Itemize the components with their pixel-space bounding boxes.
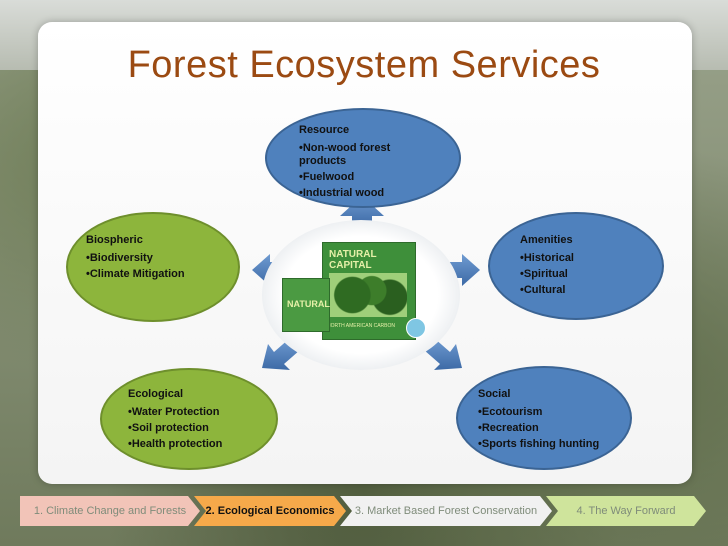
node-social-item: Recreation bbox=[478, 422, 628, 435]
slide-title: Forest Ecosystem Services bbox=[127, 44, 601, 86]
seal-icon bbox=[406, 318, 426, 338]
node-biospheric-head: Biospheric bbox=[86, 234, 143, 246]
node-ecological-item: Soil protection bbox=[128, 422, 268, 435]
node-resource-item: Industrial wood bbox=[299, 187, 429, 200]
arrow-to-resource bbox=[340, 196, 384, 226]
node-ecological-head: Ecological bbox=[128, 388, 184, 400]
node-social-list: Ecotourism Recreation Sports fishing hun… bbox=[478, 406, 628, 454]
node-ecological-item: Health protection bbox=[128, 438, 268, 451]
step-label: 2. Ecological Economics bbox=[205, 505, 335, 517]
node-amenities-item: Historical bbox=[520, 252, 640, 265]
node-social-item: Sports fishing hunting bbox=[478, 438, 628, 451]
node-resource-head: Resource bbox=[299, 124, 350, 136]
node-biospheric: Biospheric Biodiversity Climate Mitigati… bbox=[66, 212, 240, 322]
node-amenities-item: Cultural bbox=[520, 284, 640, 297]
natural-capital-box: NATURAL CAPITAL NORTH AMERICAN CARBON bbox=[322, 242, 416, 340]
step-1[interactable]: 1. Climate Change and Forests bbox=[20, 496, 200, 526]
node-amenities-list: Historical Spiritual Cultural bbox=[520, 252, 640, 300]
natural-capital-image: NATURAL CAPITAL NORTH AMERICAN CARBON NA… bbox=[262, 220, 460, 370]
step-4[interactable]: 4. The Way Forward bbox=[546, 496, 706, 526]
node-resource: Resource Non-wood forest products Fuelwo… bbox=[265, 108, 461, 208]
node-amenities-item: Spiritual bbox=[520, 268, 640, 281]
node-social-head: Social bbox=[478, 388, 511, 400]
node-social: Social Ecotourism Recreation Sports fish… bbox=[456, 366, 632, 470]
node-resource-item: Fuelwood bbox=[299, 171, 429, 184]
step-label: 3. Market Based Forest Conservation bbox=[354, 505, 538, 517]
node-ecological-item: Water Protection bbox=[128, 406, 268, 419]
trees-picture bbox=[329, 273, 407, 317]
node-ecological: Ecological Water Protection Soil protect… bbox=[100, 368, 278, 470]
natural-capital-box-small: NATURAL bbox=[282, 278, 330, 332]
progress-steps: 1. Climate Change and Forests 2. Ecologi… bbox=[20, 496, 706, 526]
step-3[interactable]: 3. Market Based Forest Conservation bbox=[340, 496, 552, 526]
step-label: 4. The Way Forward bbox=[576, 505, 676, 517]
box-small-label: NATURAL bbox=[287, 299, 330, 309]
node-biospheric-item: Biodiversity bbox=[86, 252, 236, 265]
node-social-item: Ecotourism bbox=[478, 406, 628, 419]
box-sublabel: NORTH AMERICAN CARBON bbox=[327, 323, 395, 329]
step-2[interactable]: 2. Ecological Economics bbox=[194, 496, 346, 526]
node-resource-list: Non-wood forest products Fuelwood Indust… bbox=[299, 142, 429, 203]
node-biospheric-item: Climate Mitigation bbox=[86, 268, 236, 281]
node-ecological-list: Water Protection Soil protection Health … bbox=[128, 406, 268, 454]
step-label: 1. Climate Change and Forests bbox=[33, 505, 187, 517]
node-biospheric-list: Biodiversity Climate Mitigation bbox=[86, 252, 236, 284]
node-amenities-head: Amenities bbox=[520, 234, 573, 246]
node-amenities: Amenities Historical Spiritual Cultural bbox=[488, 212, 664, 320]
box-label: NATURAL CAPITAL bbox=[329, 249, 377, 271]
node-resource-item: Non-wood forest products bbox=[299, 142, 429, 168]
